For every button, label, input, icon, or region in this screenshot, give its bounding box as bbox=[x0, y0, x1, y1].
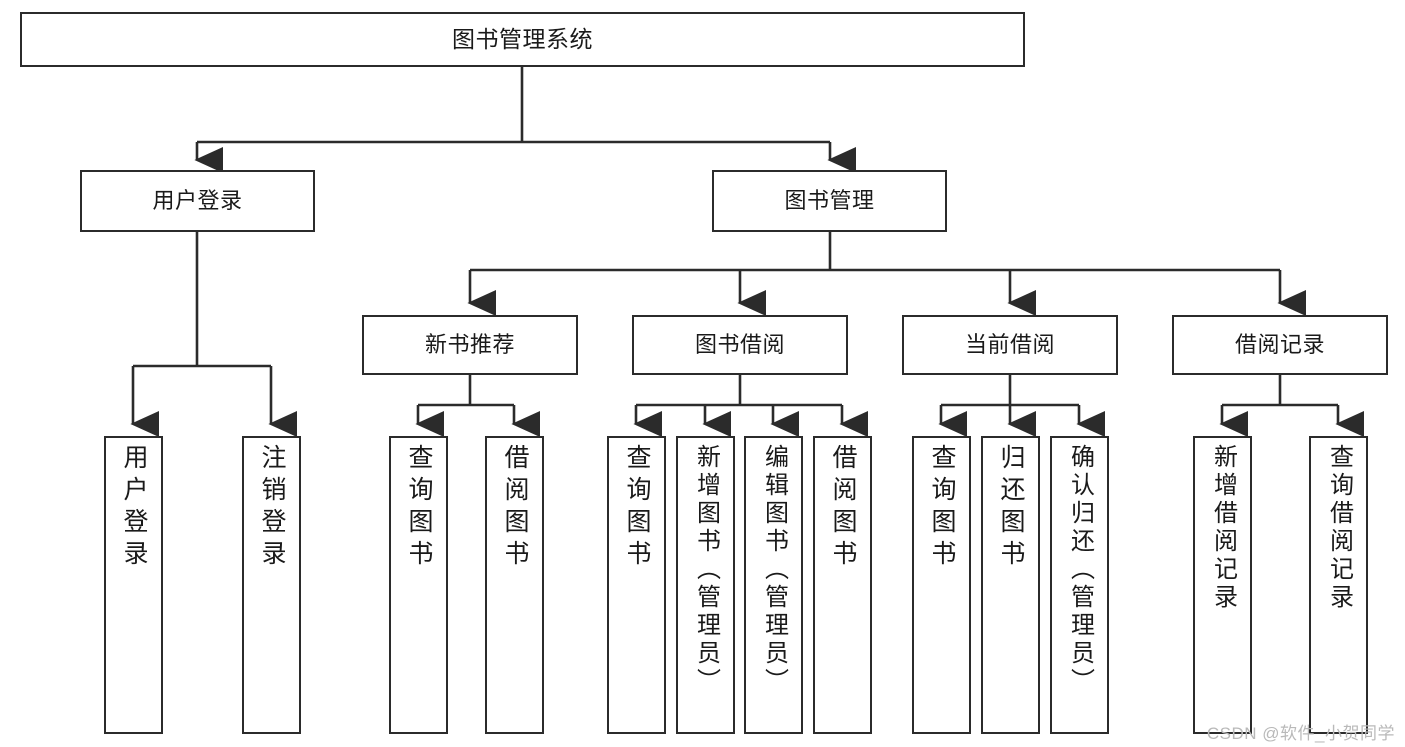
node-label: 归还图书 bbox=[997, 444, 1025, 572]
node-label: 借阅图书 bbox=[501, 444, 529, 572]
node-label: 查询借阅记录 bbox=[1325, 444, 1353, 612]
node-label: 借阅图书 bbox=[829, 444, 857, 572]
leaf-borrow-book[interactable]: 借阅图书 bbox=[813, 436, 872, 734]
node-label: 编辑图书（管理员） bbox=[760, 444, 788, 696]
node-label: 查询图书 bbox=[623, 444, 651, 572]
node-user-login[interactable]: 用户登录 bbox=[80, 170, 315, 232]
node-label: 新增借阅记录 bbox=[1209, 444, 1237, 612]
leaf-edit-book-admin[interactable]: 编辑图书（管理员） bbox=[744, 436, 803, 734]
node-new-book-recommend[interactable]: 新书推荐 bbox=[362, 315, 578, 375]
leaf-borrow-book-recommend[interactable]: 借阅图书 bbox=[485, 436, 544, 734]
node-label: 新书推荐 bbox=[424, 332, 515, 358]
node-label: 图书借阅 bbox=[694, 332, 785, 358]
node-label: 查询图书 bbox=[405, 444, 433, 572]
leaf-logout-login[interactable]: 注销登录 bbox=[242, 436, 301, 734]
leaf-confirm-return-admin[interactable]: 确认归还（管理员） bbox=[1050, 436, 1109, 734]
leaf-add-borrow-record[interactable]: 新增借阅记录 bbox=[1193, 436, 1252, 734]
leaf-add-book-admin[interactable]: 新增图书（管理员） bbox=[676, 436, 735, 734]
node-label: 确认归还（管理员） bbox=[1066, 444, 1094, 696]
node-book-borrow[interactable]: 图书借阅 bbox=[632, 315, 848, 375]
node-label: 图书管理 bbox=[784, 188, 875, 214]
node-borrow-record[interactable]: 借阅记录 bbox=[1172, 315, 1388, 375]
node-label: 当前借阅 bbox=[964, 332, 1055, 358]
watermark-text: CSDN @软件_小贺同学 bbox=[1206, 724, 1395, 743]
node-label: 注销登录 bbox=[258, 444, 286, 572]
leaf-user-login[interactable]: 用户登录 bbox=[104, 436, 163, 734]
node-book-management[interactable]: 图书管理 bbox=[712, 170, 947, 232]
leaf-return-book[interactable]: 归还图书 bbox=[981, 436, 1040, 734]
leaf-query-book-recommend[interactable]: 查询图书 bbox=[389, 436, 448, 734]
node-label: 查询图书 bbox=[928, 444, 956, 572]
leaf-query-book-current[interactable]: 查询图书 bbox=[912, 436, 971, 734]
node-label: 借阅记录 bbox=[1234, 332, 1325, 358]
node-label: 图书管理系统 bbox=[452, 25, 593, 52]
leaf-query-book-borrow[interactable]: 查询图书 bbox=[607, 436, 666, 734]
node-root-system[interactable]: 图书管理系统 bbox=[20, 12, 1025, 67]
node-label: 新增图书（管理员） bbox=[692, 444, 720, 696]
node-label: 用户登录 bbox=[120, 444, 148, 572]
node-label: 用户登录 bbox=[152, 188, 243, 214]
node-current-borrow[interactable]: 当前借阅 bbox=[902, 315, 1118, 375]
leaf-query-borrow-record[interactable]: 查询借阅记录 bbox=[1309, 436, 1368, 734]
